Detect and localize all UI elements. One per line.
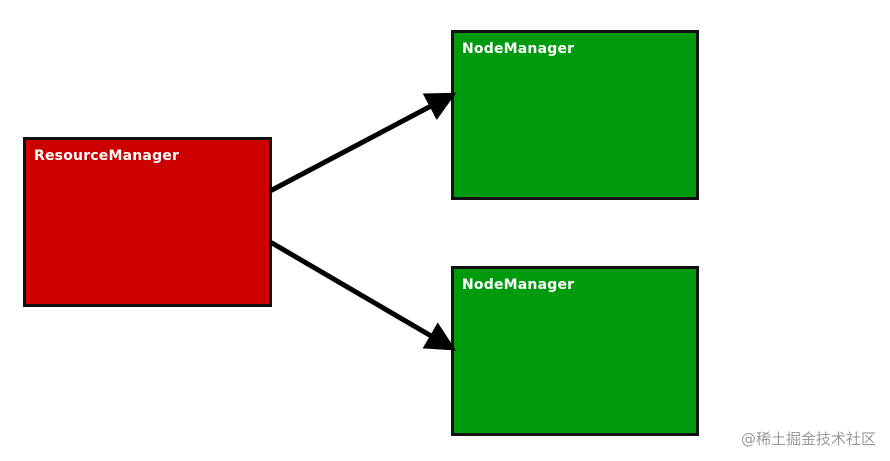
node-manager-label-bottom: NodeManager bbox=[462, 277, 575, 293]
watermark: @稀土掘金技术社区 bbox=[740, 430, 876, 448]
node-manager-box-bottom: NodeManager bbox=[451, 266, 699, 436]
node-manager-box-top: NodeManager bbox=[451, 30, 699, 200]
node-manager-label-top: NodeManager bbox=[462, 41, 575, 57]
arrow-to-node-manager-top bbox=[269, 92, 457, 193]
resource-manager-label: ResourceManager bbox=[34, 148, 180, 164]
arrow-to-node-manager-bottom bbox=[269, 240, 457, 351]
resource-manager-box: ResourceManager bbox=[23, 137, 272, 307]
